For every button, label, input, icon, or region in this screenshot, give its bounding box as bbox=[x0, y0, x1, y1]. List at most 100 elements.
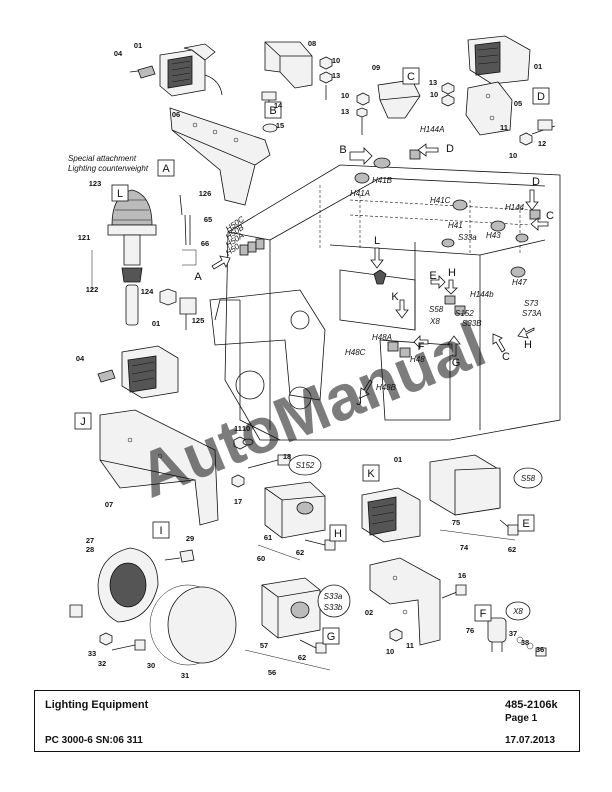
part-number: 66 bbox=[201, 239, 209, 248]
part-number: 123 bbox=[89, 179, 102, 188]
part-number: 62 bbox=[298, 653, 306, 662]
part-number: 56 bbox=[268, 668, 276, 677]
part-number: 76 bbox=[466, 626, 474, 635]
signal-bubble-label: S33b bbox=[324, 603, 343, 612]
arrow-letter: H bbox=[524, 339, 532, 351]
view-box-e bbox=[517, 514, 535, 532]
arrow-letter: J bbox=[356, 396, 362, 408]
part-number: 122 bbox=[86, 285, 99, 294]
view-box-l bbox=[111, 184, 129, 202]
view-box-letter: D bbox=[537, 91, 545, 103]
part-number: 01 bbox=[534, 62, 542, 71]
callout-label: H41C bbox=[430, 196, 451, 205]
callout-label: H144A bbox=[420, 125, 444, 134]
callout-label: S33B bbox=[462, 319, 482, 328]
view-box-letter: H bbox=[334, 528, 342, 540]
signal-bubble-outline bbox=[505, 601, 531, 621]
signal-bubble-outline bbox=[288, 454, 322, 476]
arrow-letter: D bbox=[532, 176, 540, 188]
work-lamp-01-left bbox=[97, 345, 179, 399]
signal-bubble-label: S58 bbox=[521, 474, 536, 483]
part-number: 06 bbox=[172, 110, 180, 119]
view-arrows bbox=[211, 143, 549, 399]
arrow-letter: B bbox=[339, 144, 346, 156]
part-number: 61 bbox=[264, 533, 272, 542]
part-number: 38 bbox=[521, 638, 529, 647]
callout-label: H144b bbox=[470, 290, 494, 299]
arrow-letter: H bbox=[448, 267, 456, 279]
part-number: 74 bbox=[460, 543, 469, 552]
group-leaders bbox=[91, 250, 516, 671]
part-number: 126 bbox=[199, 189, 212, 198]
part-number: 31 bbox=[181, 671, 189, 680]
view-box-letter: K bbox=[367, 468, 375, 480]
view-box-b bbox=[264, 101, 282, 119]
view-box-letter: G bbox=[327, 631, 336, 643]
part-number: 124 bbox=[141, 287, 154, 296]
callout-label: S33a bbox=[458, 233, 477, 242]
part-number: 09 bbox=[372, 63, 380, 72]
signal-bubble-label: S33a bbox=[324, 592, 343, 601]
machine-frame bbox=[209, 149, 561, 441]
arrow-letter: C bbox=[546, 210, 554, 222]
callout-label: H43 bbox=[486, 231, 501, 240]
work-lamp-01-top bbox=[129, 43, 223, 97]
callout-label: X8 bbox=[429, 317, 440, 326]
part-number: 11 bbox=[406, 641, 414, 650]
callout-label: H48B bbox=[376, 383, 397, 392]
part-number: 75 bbox=[452, 518, 460, 527]
view-box-f bbox=[474, 604, 492, 622]
part-number: 10 bbox=[386, 647, 394, 656]
view-box-k bbox=[362, 464, 380, 482]
part-number: 04 bbox=[114, 49, 123, 58]
arrow-letter: G bbox=[452, 357, 461, 369]
housing-61 bbox=[264, 481, 336, 551]
view-box-letter: I bbox=[159, 525, 162, 537]
part-number: 10 bbox=[332, 56, 340, 65]
signal-bubble-label: S152 bbox=[296, 461, 315, 470]
part-number: 11 bbox=[234, 424, 242, 433]
part-number: 121 bbox=[78, 233, 91, 242]
callout-label: H48 bbox=[410, 355, 425, 364]
work-lamp-01-k bbox=[361, 487, 467, 646]
part-number: 36 bbox=[536, 645, 544, 654]
arrow-letter: L bbox=[374, 235, 380, 247]
issue-date: 17.07.2013 bbox=[505, 735, 556, 746]
part-number: 29 bbox=[186, 534, 194, 543]
view-box-letter: B bbox=[269, 105, 276, 117]
view-box-c bbox=[402, 67, 420, 85]
relay-76 bbox=[487, 617, 547, 657]
view-box-i bbox=[152, 521, 170, 539]
part-numbers: 0104060810131415091013131001051110121231… bbox=[76, 39, 546, 680]
view-box-letter: C bbox=[407, 71, 415, 83]
view-box-a bbox=[157, 159, 175, 177]
part-number: 28 bbox=[86, 545, 94, 554]
parts-diagram: AutoManual Special attachment Lighting c… bbox=[68, 35, 561, 680]
arrow-letter: F bbox=[418, 341, 425, 353]
part-number: 13 bbox=[341, 107, 349, 116]
round-lamp-27 bbox=[69, 547, 237, 666]
beacon-123 bbox=[107, 189, 197, 330]
part-number: 13 bbox=[429, 78, 437, 87]
callout-label: H41B bbox=[372, 176, 393, 185]
part-number: 02 bbox=[365, 608, 373, 617]
callout-label: S58 bbox=[429, 305, 444, 314]
view-box-d bbox=[532, 87, 550, 105]
view-box-g bbox=[322, 627, 340, 645]
part-number: 27 bbox=[86, 536, 94, 545]
part-number: 65 bbox=[204, 215, 212, 224]
part-number: 10 bbox=[341, 91, 349, 100]
arrow-letter: A bbox=[194, 271, 202, 283]
part-number: 17 bbox=[234, 497, 242, 506]
callout-label: S152 bbox=[455, 309, 474, 318]
part-number: 10 bbox=[509, 151, 517, 160]
part-number: 01 bbox=[152, 319, 160, 328]
part-number: 15 bbox=[276, 121, 284, 130]
title-block: Lighting Equipment 485-2106k Page 1 PC 3… bbox=[34, 690, 580, 752]
bracket-09 bbox=[377, 79, 421, 119]
caption-line2: Lighting counterweight bbox=[68, 164, 149, 173]
part-number: 08 bbox=[308, 39, 316, 48]
